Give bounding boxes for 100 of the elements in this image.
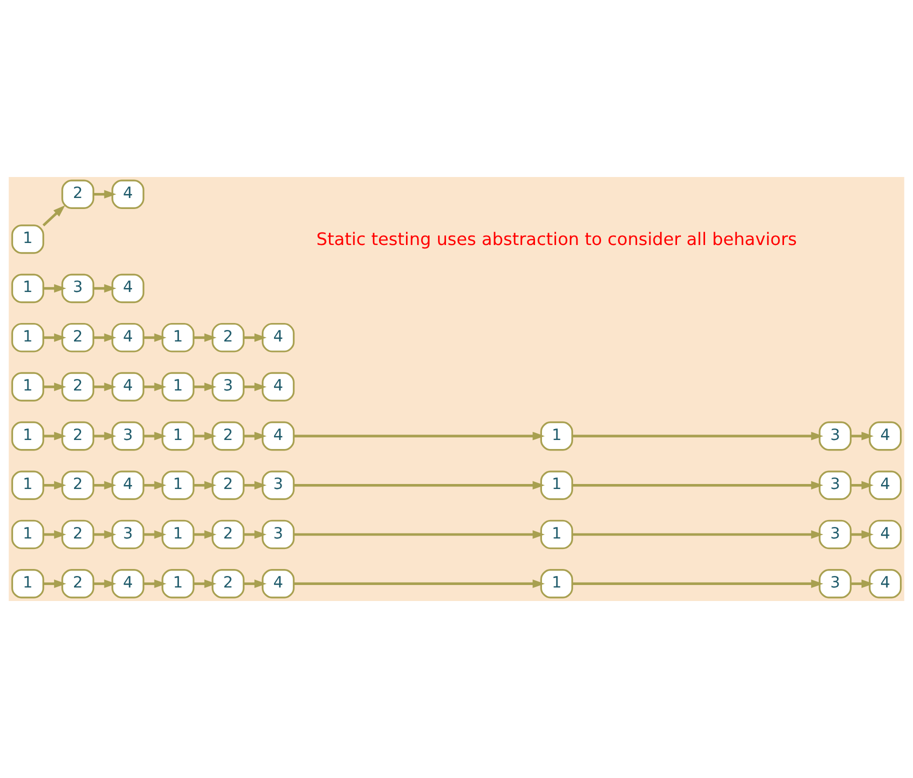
arrow [93,530,116,539]
arrow [294,481,545,490]
node-box: 4 [262,569,295,598]
arrow [850,530,874,539]
node-box: 4 [868,421,902,451]
arrow [93,284,116,293]
node-box: 3 [212,372,244,402]
arrow [194,481,216,490]
arrow [294,530,545,539]
arrow [194,432,216,440]
node-box: 3 [818,470,852,500]
node-box: 1 [162,372,194,402]
node-box: 1 [11,322,44,352]
arrow [93,432,116,440]
node-box: 1 [162,421,194,451]
arrow [43,530,66,539]
node-box: 1 [540,470,574,500]
node-box: 1 [540,520,574,550]
node-box: 1 [11,274,44,304]
node-box: 4 [868,470,902,500]
arrow [572,481,824,490]
arrow [572,432,824,440]
node-box: 4 [112,322,144,352]
node-box: 2 [61,470,94,500]
arrow [244,530,267,539]
arrow [144,333,166,342]
arrow [244,579,267,588]
node-box: 4 [112,180,144,209]
node-box: 2 [212,470,244,500]
arrow [144,432,166,440]
node-box: 1 [11,569,44,598]
node-box: 3 [112,421,144,451]
arrow [294,432,545,440]
arrow [244,333,267,342]
node-box: 2 [61,520,94,550]
node-box: 3 [262,520,295,550]
arrow [43,284,66,293]
arrow [43,333,66,342]
arrow [93,190,116,199]
node-box: 1 [540,421,574,451]
arrow [43,579,66,588]
arrow [194,530,216,539]
node-box: 4 [112,372,144,402]
arrow [42,205,66,226]
arrow [43,432,66,440]
node-box: 4 [868,520,902,550]
node-box: 4 [262,372,295,402]
node-box: 4 [112,274,144,304]
node-box: 3 [61,274,94,304]
node-box: 1 [11,421,44,451]
arrow [850,579,874,588]
arrow [850,481,874,490]
node-box: 1 [162,569,194,598]
arrow [244,481,267,490]
arrow [93,333,116,342]
arrow [43,481,66,490]
arrow [93,382,116,392]
arrow [144,530,166,539]
node-box: 2 [61,569,94,598]
node-box: 2 [61,421,94,451]
arrow [144,579,166,588]
node-box: 3 [112,520,144,550]
node-box: 4 [112,470,144,500]
node-box: 3 [262,470,295,500]
node-box: 2 [61,372,94,402]
node-box: 3 [818,569,852,598]
node-box: 4 [868,569,902,598]
arrow [93,481,116,490]
node-box: 1 [11,520,44,550]
node-box: 1 [11,372,44,402]
node-box: 1 [162,322,194,352]
node-box: 2 [61,180,94,209]
arrow [244,382,267,392]
arrow [194,579,216,588]
arrow [144,382,166,392]
arrow [43,382,66,392]
node-box: 1 [162,470,194,500]
node-box: 4 [112,569,144,598]
node-box: 1 [11,470,44,500]
node-box: 2 [61,322,94,352]
arrow [572,579,824,588]
node-box: 4 [262,322,295,352]
node-box: 2 [212,421,244,451]
arrow [194,333,216,342]
arrow [144,481,166,490]
label: Static testing uses abstraction to consider all behaviors [316,230,797,250]
arrow [294,579,545,588]
arrow [194,382,216,392]
node-box: 1 [11,224,44,254]
node-box: 2 [212,322,244,352]
node-box: 2 [212,520,244,550]
node-box: 3 [818,520,852,550]
arrow [850,432,874,440]
node-box: 4 [262,421,295,451]
node-box: 2 [212,569,244,598]
arrow [572,530,824,539]
arrow [93,579,116,588]
node-box: 3 [818,421,852,451]
arrow [244,432,267,440]
node-box: 1 [540,569,574,598]
